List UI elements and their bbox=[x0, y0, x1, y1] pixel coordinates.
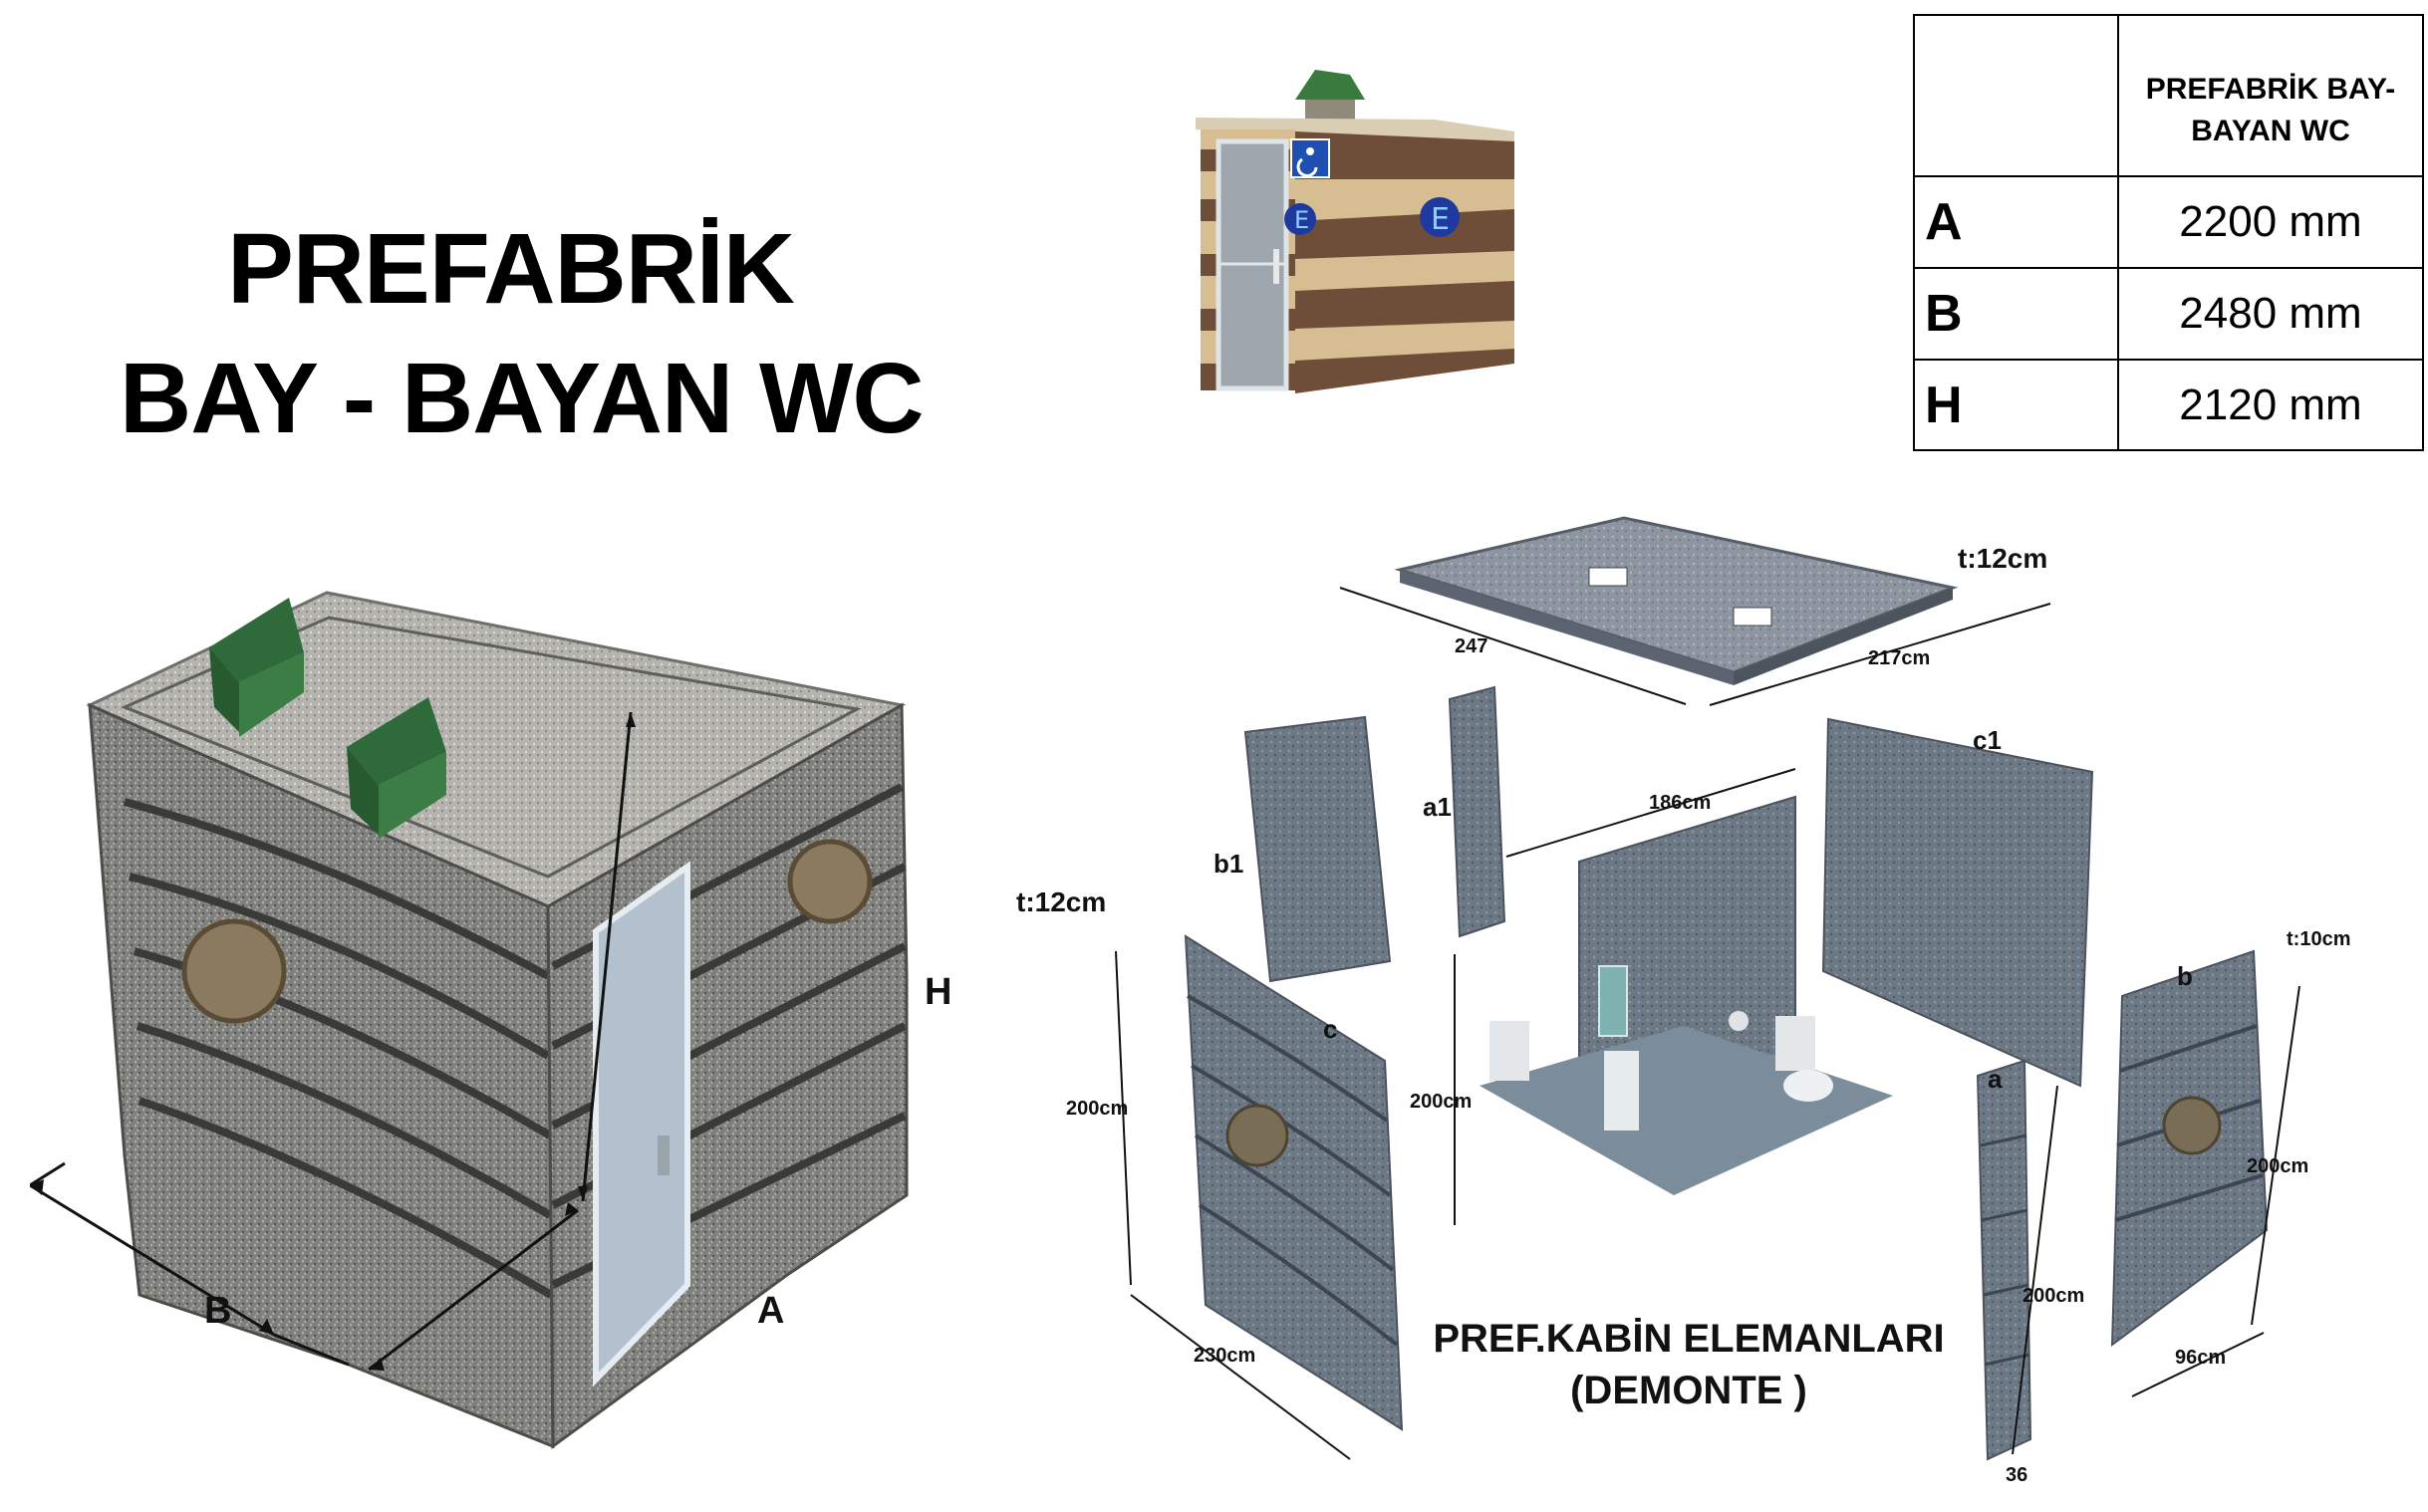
spec-value-h: 2120 mm bbox=[2117, 359, 2424, 451]
cabin-render bbox=[30, 591, 909, 1449]
panel-a-label: a bbox=[1988, 1064, 2003, 1094]
panel-a-height-dim bbox=[2012, 1085, 2058, 1455]
cabin-door bbox=[593, 861, 690, 1387]
roof-length-label: 247 bbox=[1455, 635, 1488, 657]
photo-side-face bbox=[1295, 131, 1514, 393]
dimension-lines bbox=[30, 711, 633, 1372]
wheelchair-sign-icon bbox=[1290, 138, 1330, 178]
roof-vent-icon-2 bbox=[347, 697, 446, 839]
logo-icon bbox=[1284, 203, 1316, 235]
panel-c1-label: c1 bbox=[1973, 725, 2002, 755]
panel-b bbox=[2110, 949, 2269, 1348]
table-row: H 2120 mm bbox=[1913, 359, 2424, 451]
panel-a-width-label: 36 bbox=[2006, 1464, 2028, 1486]
panel-a bbox=[1976, 1059, 2032, 1461]
svg-text:E: E bbox=[1431, 202, 1450, 237]
exploded-caption: PREF.KABİN ELEMANLARI (DEMONTE ) bbox=[1430, 1313, 1948, 1416]
medallion-icon bbox=[181, 918, 287, 1024]
caption-line-1: PREF.KABİN ELEMANLARI bbox=[1433, 1317, 1945, 1361]
exploded-view bbox=[1115, 516, 2300, 1461]
back-wall-width-dim bbox=[1505, 768, 1796, 858]
roof-width-dim bbox=[1709, 603, 2051, 706]
spec-table-corner bbox=[1913, 14, 2119, 177]
panel-c bbox=[1184, 934, 1404, 1431]
panel-b-height-dim bbox=[2251, 985, 2300, 1326]
caption-line-2: (DEMONTE ) bbox=[1570, 1369, 1807, 1412]
spec-table-header: PREFABRİK BAY- BAYAN WC bbox=[2117, 14, 2424, 177]
panel-a-height-label: 200cm bbox=[2023, 1285, 2085, 1307]
panel-b1 bbox=[1243, 715, 1392, 983]
panel-a1-label: a1 bbox=[1423, 792, 1452, 822]
page-title: PREFABRİK BAY - BAYAN WC bbox=[120, 204, 925, 463]
logo-icon-side bbox=[1420, 197, 1460, 237]
table-row: A 2200 mm bbox=[1913, 175, 2424, 269]
table-row: B 2480 mm bbox=[1913, 267, 2424, 361]
spec-value-b: 2480 mm bbox=[2117, 267, 2424, 361]
medallion-icon-side bbox=[787, 839, 873, 924]
panel-c-height-label: 200cm bbox=[1066, 1098, 1129, 1120]
back-wall-height-label: 200cm bbox=[1410, 1091, 1473, 1113]
spec-table-header-row: PREFABRİK BAY- BAYAN WC bbox=[1913, 14, 2424, 177]
panel-b-width-label: 96cm bbox=[2175, 1347, 2227, 1369]
panel-c-width-label: 230cm bbox=[1194, 1345, 1256, 1367]
spec-table: PREFABRİK BAY- BAYAN WC A 2200 mm B 2480… bbox=[1913, 14, 2424, 451]
spec-value-a: 2200 mm bbox=[2117, 175, 2424, 269]
panel-c-thickness-label: t:12cm bbox=[1016, 886, 1107, 917]
dimension-a-label: A bbox=[757, 1290, 785, 1332]
roof-panel bbox=[1394, 516, 1959, 685]
panel-c-width-dim bbox=[1130, 1294, 1351, 1460]
product-photo: E E bbox=[1196, 70, 1514, 393]
spec-key-a: A bbox=[1913, 175, 2119, 269]
panel-b-height-label: 200cm bbox=[2247, 1155, 2309, 1177]
spec-key-h: H bbox=[1913, 359, 2119, 451]
dimension-b-label: B bbox=[204, 1290, 232, 1332]
panel-b-thickness-label: t:10cm bbox=[2287, 928, 2351, 950]
roof-vent-icon bbox=[209, 598, 304, 737]
panel-a1 bbox=[1448, 685, 1506, 938]
spec-key-b: B bbox=[1913, 267, 2119, 361]
dimension-h-label: H bbox=[925, 971, 952, 1013]
panel-b-label: b bbox=[2177, 961, 2193, 991]
back-wall-panel bbox=[1480, 795, 1893, 1195]
panel-c-height-dim bbox=[1115, 950, 1132, 1286]
spec-header-line-1: PREFABRİK BAY- bbox=[2145, 73, 2396, 106]
panel-b1-label: b1 bbox=[1214, 849, 1244, 879]
roof-thickness-label: t:12cm bbox=[1958, 543, 2048, 574]
panel-c1 bbox=[1821, 717, 2094, 1088]
title-line-2: BAY - BAYAN WC bbox=[120, 343, 925, 454]
roof-width-label: 217cm bbox=[1868, 647, 1931, 669]
svg-text:E: E bbox=[1294, 206, 1309, 234]
panel-c-label: c bbox=[1323, 1014, 1338, 1044]
title-line-1: PREFABRİK bbox=[227, 213, 795, 325]
panel-b-width-dim bbox=[2131, 1332, 2265, 1397]
back-wall-width-label: 186cm bbox=[1649, 792, 1712, 814]
spec-header-line-2: BAYAN WC bbox=[2191, 115, 2350, 147]
roof-length-dim bbox=[1339, 587, 1687, 705]
